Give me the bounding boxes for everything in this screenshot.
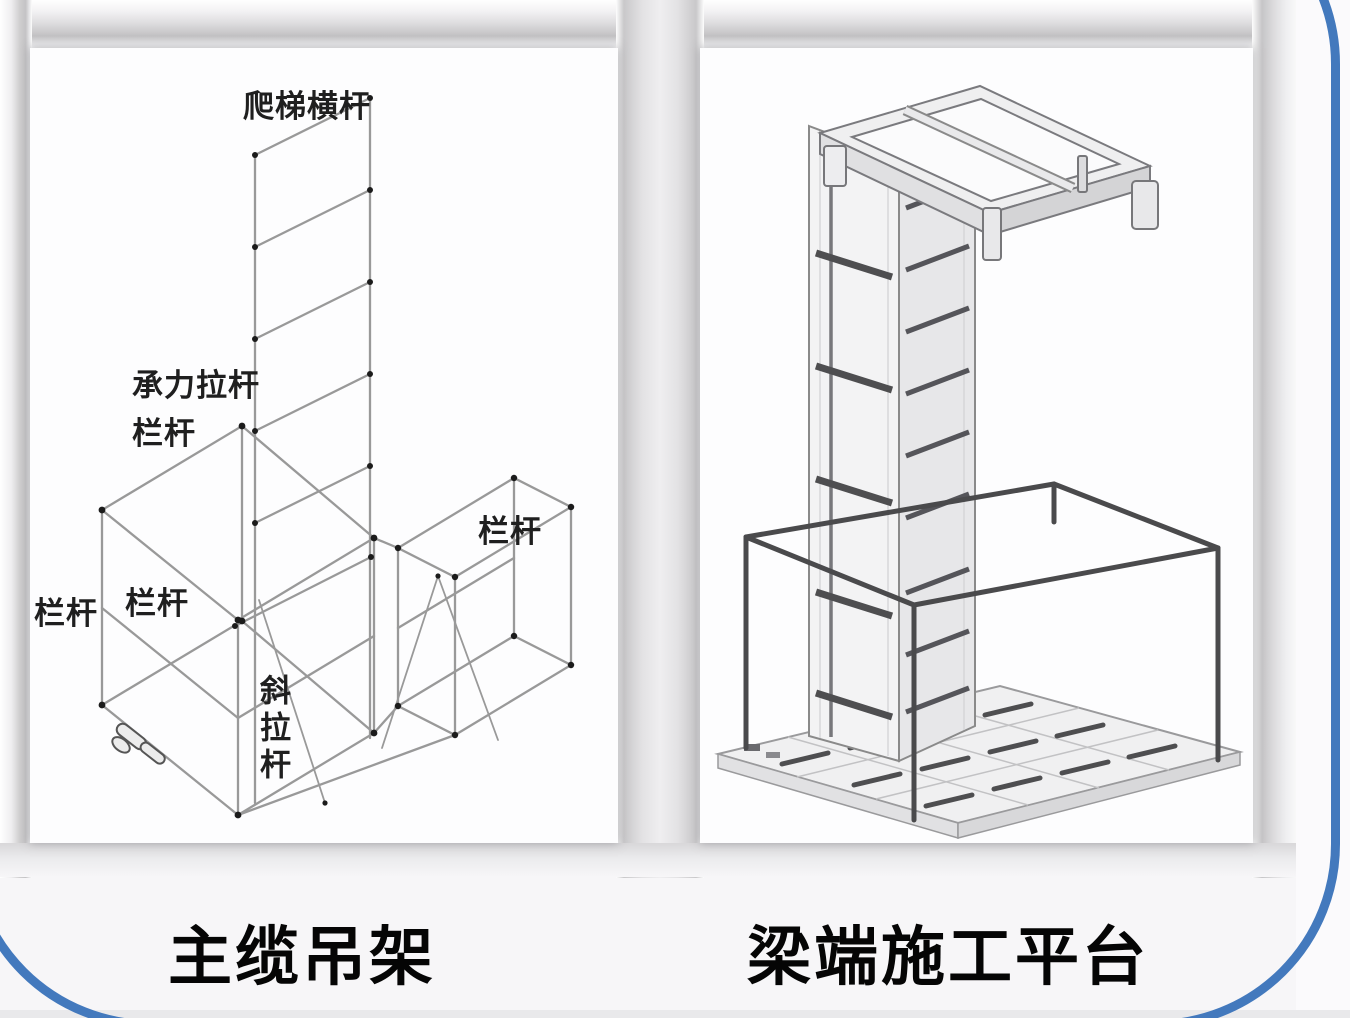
label-railing-top: 栏杆 xyxy=(132,416,196,451)
center-gap-band xyxy=(616,0,704,878)
right-margin xyxy=(1296,0,1350,1018)
footer-strip xyxy=(0,1010,1350,1018)
label-railing-mid-left: 栏杆 xyxy=(125,586,189,621)
right-panel-image xyxy=(700,48,1253,843)
floor-clamp-detail xyxy=(744,744,760,751)
label-bearing-rod: 承力拉杆 xyxy=(132,368,260,403)
ladder-rails-and-rungs xyxy=(233,96,373,805)
right-shadow-band xyxy=(1252,0,1298,878)
hanger-hook-plate-left xyxy=(823,145,847,187)
caption-beam-end-platform: 梁端施工平台 xyxy=(747,921,1149,993)
tower-ladder-rungs xyxy=(814,249,894,721)
hanger-hook-plate-right xyxy=(1131,180,1159,230)
hook-shackle xyxy=(111,722,166,765)
platform-floor xyxy=(714,684,1244,839)
caption-main-cable-hanger: 主缆吊架 xyxy=(168,921,436,993)
label-railing-far-left: 栏杆 xyxy=(34,596,98,631)
joint-dots xyxy=(98,95,575,819)
label-railing-right: 栏杆 xyxy=(478,514,542,549)
hanger-hook-plate-front xyxy=(982,207,1002,261)
label-diagonal-rod: 斜拉杆 xyxy=(255,674,290,785)
left-panel-image: 爬梯横杆 承力拉杆 栏杆 栏杆 栏杆 栏杆 斜拉杆 xyxy=(30,48,618,843)
label-ladder-crossbar: 爬梯横杆 xyxy=(243,89,371,124)
tower-column xyxy=(808,124,976,763)
hanger-wireframe-drawing xyxy=(98,95,575,819)
diagonal-brace-lines xyxy=(258,575,499,804)
bottom-shadow-band xyxy=(0,843,1296,877)
top-hanger-frame xyxy=(817,84,1159,261)
left-shadow-band xyxy=(0,0,32,878)
platform-render-drawing xyxy=(714,84,1244,839)
platform-railing-cage xyxy=(743,481,1221,823)
